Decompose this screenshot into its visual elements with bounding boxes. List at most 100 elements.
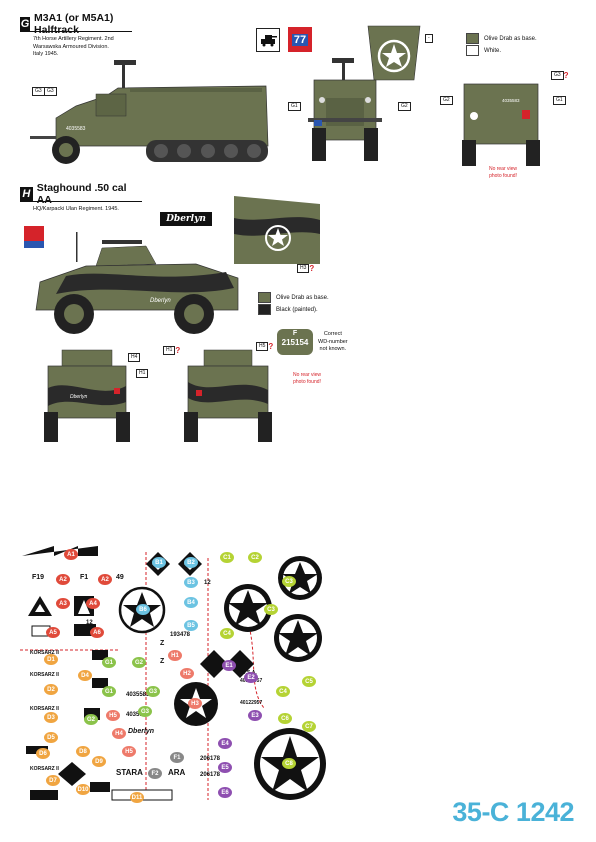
callout-d3: D3 (44, 712, 58, 723)
decal-serial-b-2: 40122957 (240, 700, 263, 706)
section-g-notes: 7th Horse Artillery Regiment. 2nd Warsaw… (33, 36, 114, 57)
decal-serial-a-2: 4035583 (126, 712, 150, 718)
h1-tag-rear: H1 (163, 346, 176, 355)
g1-tag-front: G1 (288, 102, 301, 111)
callout-h4: H4 (112, 728, 126, 739)
wd-number-plate: F 215154 (277, 329, 313, 355)
callout-d6: D6 (36, 748, 50, 759)
staghound-hood-panel (234, 196, 320, 264)
callout-b2: B2 (184, 557, 198, 568)
callout-h5: H5 (106, 710, 120, 721)
h3-tag-hood: H3 (297, 264, 310, 273)
halftrack-front-view (308, 58, 382, 161)
callout-d5: D5 (44, 732, 58, 743)
black-swatch (258, 304, 271, 315)
division-77-badge: 77 (288, 27, 312, 52)
wd-number: 215154 (281, 338, 309, 347)
callout-c4: C4 (220, 628, 234, 639)
wd-prefix: F (292, 330, 298, 337)
decal-dberlyn: Dberlyn (128, 728, 155, 735)
callout-a6: A6 (90, 627, 104, 638)
callout-d8: D8 (76, 746, 90, 757)
decal-serial-c-2: 206178 (200, 772, 221, 778)
white-swatch (466, 45, 479, 56)
callout-d4: D4 (78, 670, 92, 681)
name-plate: Dberlyn (160, 212, 212, 226)
callout-g3-b: G3 (138, 706, 152, 717)
halftrack-hood-panel (367, 25, 421, 81)
halftrack-rear-view: 4035583 (462, 83, 540, 166)
callout-a2-b: A2 (98, 574, 112, 585)
callout-c7: C7 (302, 721, 316, 732)
callout-b4: B4 (184, 597, 198, 608)
callout-h5-b: H5 (122, 746, 136, 757)
olive-swatch (466, 33, 479, 44)
callout-c1: C1 (220, 552, 234, 563)
decal-193478: 193478 (170, 632, 191, 638)
decal-korsarz-4: KORSARZ II (30, 766, 59, 772)
callout-b1: B1 (152, 557, 166, 568)
sheet-code: 35-C 1242 (452, 797, 574, 827)
staghound-front-view: Dberlyn (44, 349, 130, 442)
callout-c2: C2 (248, 552, 262, 563)
callout-h3: H3 (188, 698, 202, 709)
callout-d7: D7 (46, 775, 60, 786)
callout-f2: F2 (148, 768, 162, 779)
decal-f19: F19 (32, 574, 45, 581)
callout-e6: E6 (218, 787, 232, 798)
callout-h2: H2 (180, 668, 194, 679)
callout-c3-b: C3 (264, 604, 278, 615)
callout-f1: F1 (170, 752, 184, 763)
callout-e4: E4 (218, 738, 232, 749)
callout-e5: E5 (218, 762, 232, 773)
decal-12-b: 12 (204, 580, 211, 586)
callout-c3: C3 (282, 576, 296, 587)
section-h-title: Staghound .50 cal AA (36, 182, 127, 206)
callout-d10: D10 (76, 784, 90, 795)
decal-49: 49 (116, 574, 124, 581)
decal-z: Z (160, 640, 165, 647)
callout-c8: C8 (282, 758, 296, 769)
callout-c4-b: C4 (276, 686, 290, 697)
callout-a1: A1 (64, 549, 78, 560)
g-rear-note: No rear view photo found! (488, 166, 518, 179)
g2-tag-rear: G2 (440, 96, 453, 105)
halftrack-serial: 4035583 (66, 126, 86, 132)
decal-serial-a-1: 4035583 (126, 692, 150, 698)
g1-tag-rear: G1 (553, 96, 566, 105)
callout-c5: C5 (302, 676, 316, 687)
wd-note: Correct WD-number not known. (318, 331, 348, 352)
callout-b6: B6 (136, 604, 150, 615)
callout-c6: C6 (278, 713, 292, 724)
callout-e2: E2 (244, 672, 258, 683)
h-legend-olive: Olive Drab as base. (258, 292, 329, 303)
h-legend-black: Black (painted). (258, 304, 318, 315)
g3-tag-rear: G3 (551, 71, 564, 80)
callout-e3: E3 (248, 710, 262, 721)
callout-b3: B3 (184, 577, 198, 588)
callout-a5: A5 (46, 627, 60, 638)
staghound-rear-view (184, 349, 272, 442)
callout-b5: B5 (184, 620, 198, 631)
h5-tag-rear-group: H5? (256, 342, 273, 351)
tank-badge-icon (256, 28, 280, 52)
callout-g3: G3 (146, 686, 160, 697)
g-legend-olive: Olive Drab as base. (466, 33, 537, 44)
callout-a2: A2 (56, 574, 70, 585)
halftrack-side-view: 4035583 (30, 60, 269, 164)
g3-tag-side: G3 (32, 87, 45, 96)
decal-stara: STARA (116, 768, 143, 777)
g2-tag-front: G2 (398, 102, 411, 111)
h3-tag-hood-group: H3? (297, 264, 314, 273)
section-g-title: M3A1 (or M5A1) Halftrack (34, 12, 114, 36)
section-g-letter: G (20, 17, 31, 31)
callout-g1: G1 (102, 657, 116, 668)
section-h-notes: HQ/Karpacki Ulan Regiment. 1945. (33, 206, 119, 212)
staghound-side-view: Dberlyn (35, 232, 239, 334)
callout-d9: D9 (92, 756, 106, 767)
badge-number: 77 (291, 33, 309, 46)
g-legend-white: White. (466, 45, 501, 56)
halftrack-rear-serial: 4035583 (502, 98, 520, 103)
decal-korsarz-3: KORSARZ II (30, 706, 59, 712)
h1-tag-rear-group: H1? (163, 346, 180, 355)
